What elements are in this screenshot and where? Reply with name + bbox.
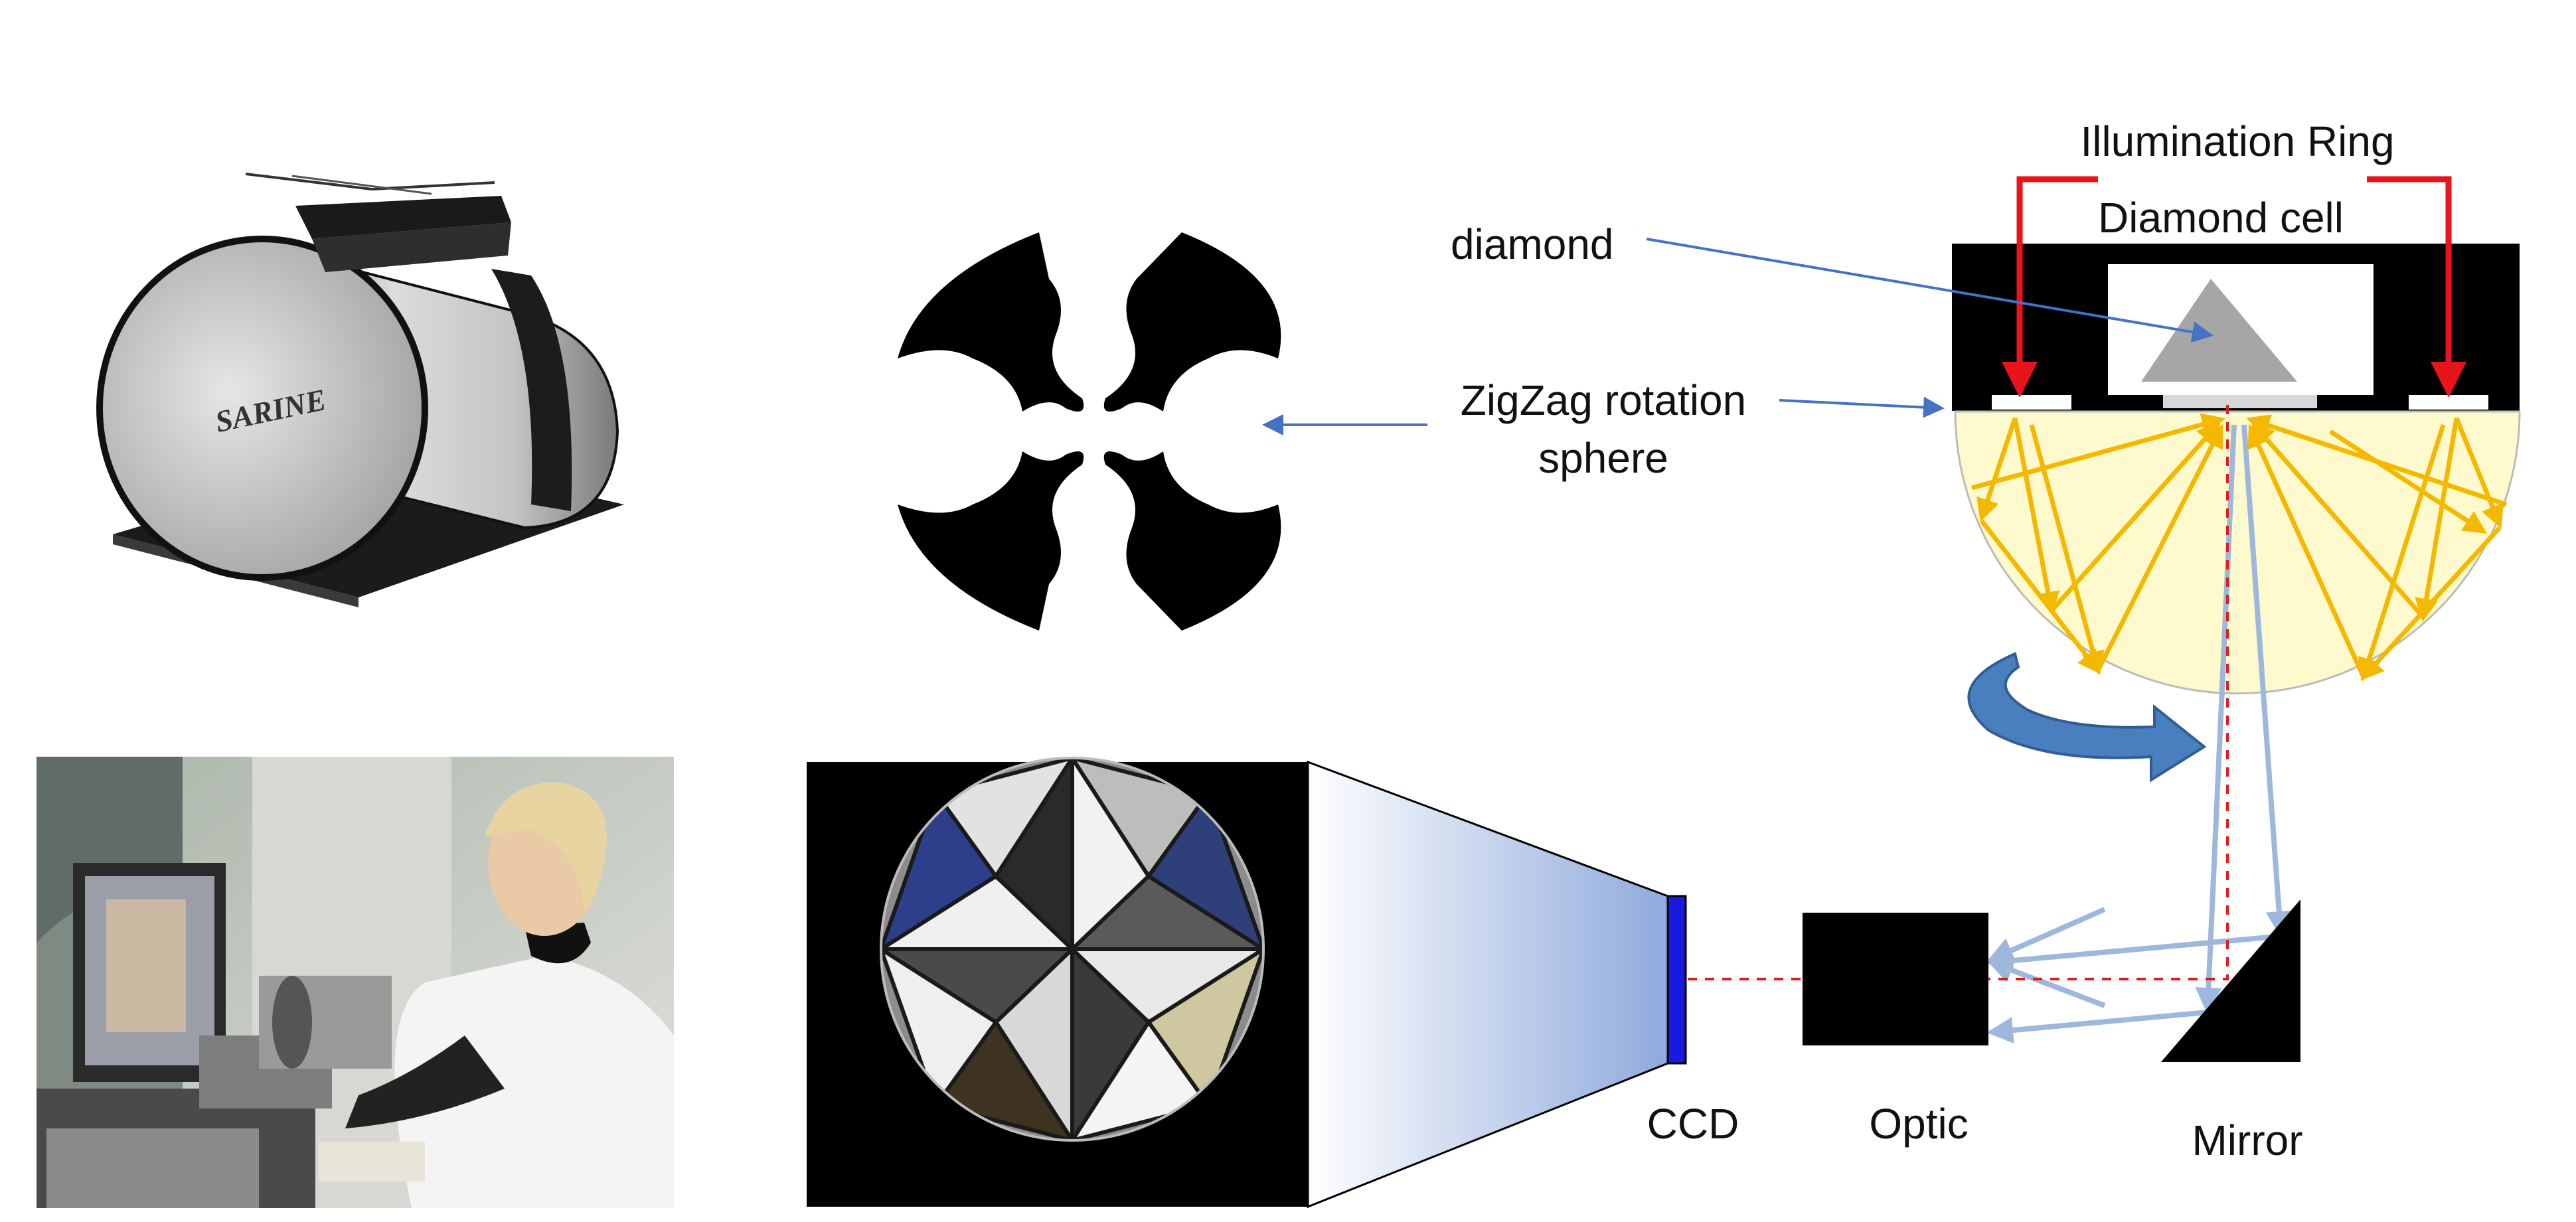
optic-block bbox=[1803, 913, 1988, 1045]
sphere-pointer-arrow bbox=[1779, 396, 1945, 418]
illumination-ring-left bbox=[1992, 395, 2071, 410]
diamond-cell bbox=[1952, 244, 2520, 411]
operator-photo bbox=[37, 757, 674, 1208]
reflected-rays bbox=[1971, 413, 2508, 682]
mirror-label: Mirror bbox=[2192, 1116, 2302, 1164]
optical-path-rays bbox=[1986, 424, 2293, 1043]
optic-label: Optic bbox=[1869, 1100, 1968, 1148]
mirror-shape bbox=[2161, 899, 2300, 1062]
illumination-ring-right bbox=[2409, 395, 2488, 410]
diamond-cell-label: Diamond cell bbox=[2098, 194, 2344, 242]
scanner-device-image: SARINE bbox=[96, 173, 624, 607]
illumination-arrow-right bbox=[2367, 176, 2466, 398]
diamond-shape bbox=[2141, 279, 2297, 382]
zigzag-label-line1: ZigZag rotation bbox=[1461, 376, 1746, 424]
ccd-sensor bbox=[1666, 895, 1687, 1065]
zigzag-rotation-sphere-symbol bbox=[898, 232, 1281, 631]
zigzag-label-line2: sphere bbox=[1538, 434, 1668, 482]
ccd-label: CCD bbox=[1647, 1100, 1739, 1148]
diamond-image bbox=[807, 757, 1308, 1207]
illumination-arrow-left bbox=[2002, 176, 2098, 398]
diamond-label: diamond bbox=[1451, 220, 1614, 268]
projection-cone bbox=[1307, 760, 1669, 1209]
illumination-ring-label: Illumination Ring bbox=[2080, 117, 2394, 165]
rotation-arrow bbox=[1967, 652, 2207, 783]
diamond-pointer-arrow bbox=[1646, 238, 2214, 343]
